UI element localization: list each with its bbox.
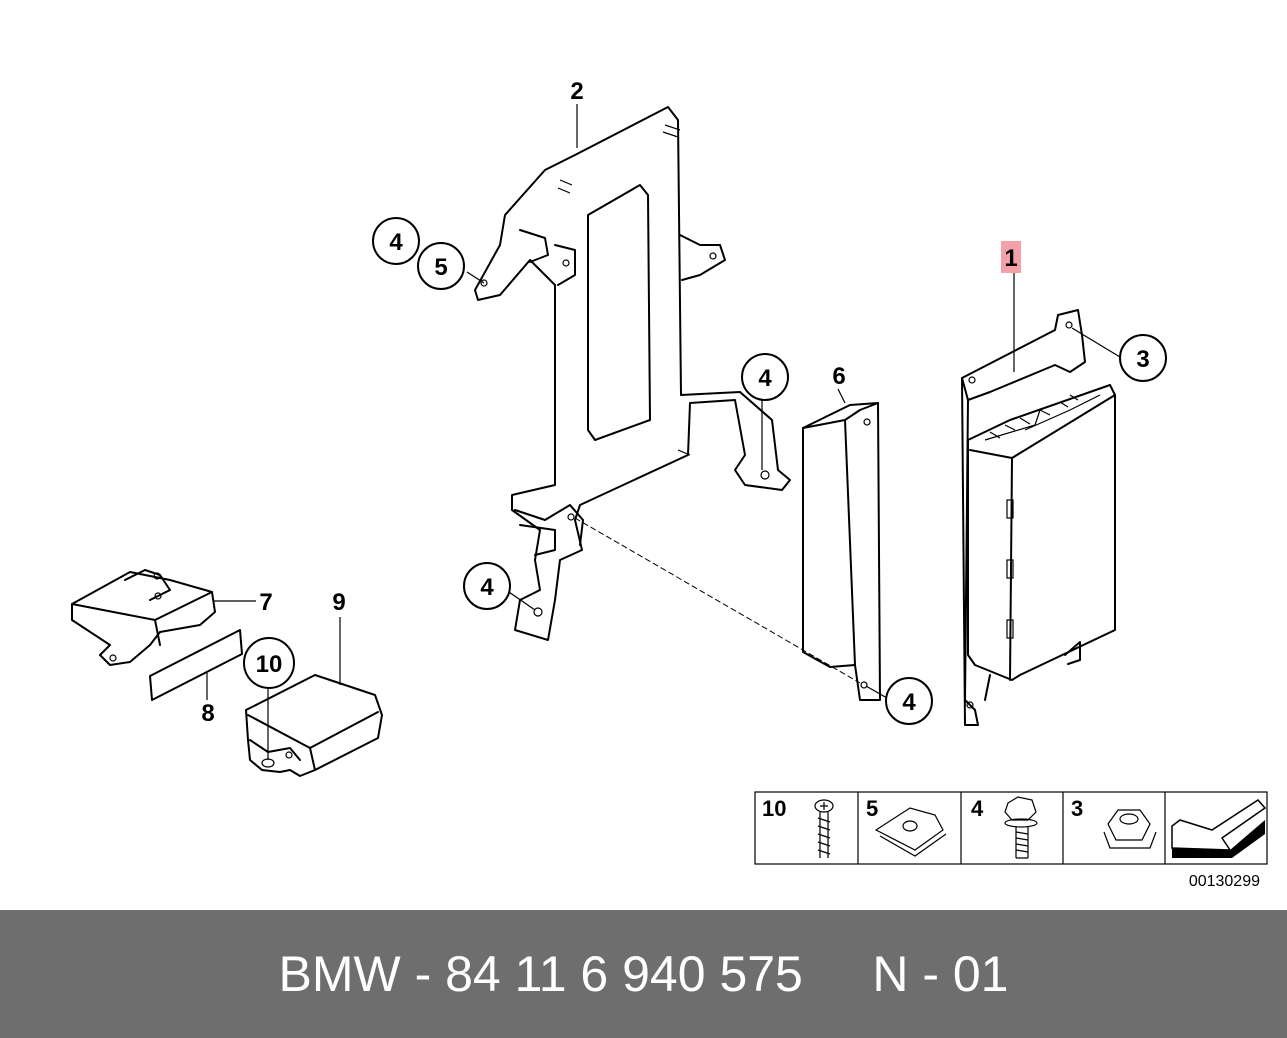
callout-4b: 4 <box>758 365 772 392</box>
leader-lines <box>206 104 1121 760</box>
callout-circle-4d <box>885 677 933 725</box>
callout-4c: 4 <box>480 574 494 601</box>
module-part-6 <box>802 402 881 701</box>
callout-4d: 4 <box>902 689 916 716</box>
legend-number-5: 5 <box>866 796 878 821</box>
arrow-icon <box>1171 799 1267 858</box>
hex-nut-icon <box>1103 809 1157 849</box>
module-part-9 <box>245 674 383 777</box>
bolt-icon <box>1004 796 1038 859</box>
callout-circle-4c <box>463 562 511 610</box>
callout-7: 7 <box>259 589 272 616</box>
control-unit-part-1 <box>961 309 1116 726</box>
part-number-caption: BMW - 84 11 6 940 575 N - 01 <box>278 946 1009 1002</box>
callout-circle-4a <box>372 217 420 265</box>
legend-number-3: 3 <box>1071 796 1083 821</box>
legend-number-4: 4 <box>971 796 984 821</box>
clip-nut-icon <box>874 807 947 857</box>
screw-icon <box>814 799 834 858</box>
callout-10: 10 <box>256 651 283 678</box>
diagram-id: 00130299 <box>1189 873 1260 890</box>
callout-circle-10 <box>243 637 295 689</box>
callout-2: 2 <box>570 78 583 105</box>
callout-1: 1 <box>1004 245 1017 272</box>
callout-6: 6 <box>832 363 845 390</box>
callout-8: 8 <box>201 700 214 727</box>
callout-circle-4b <box>741 353 789 401</box>
callout-4a: 4 <box>389 229 403 256</box>
callout-3: 3 <box>1136 346 1149 373</box>
highlight-box <box>1001 241 1021 273</box>
legend-number-10: 10 <box>762 796 786 821</box>
callout-circle-3 <box>1119 334 1167 382</box>
callout-5: 5 <box>434 254 447 281</box>
hardware-legend: 10 5 4 3 <box>754 791 1268 865</box>
callout-circle-5 <box>417 242 465 290</box>
footer-bar: BMW - 84 11 6 940 575 N - 01 <box>0 910 1287 1038</box>
parts-diagram: 2 6 1 3 4 5 4 4 4 7 8 9 10 10 5 <box>71 78 1268 890</box>
dashed-leader <box>574 517 861 684</box>
bracket-part-2 <box>474 106 791 641</box>
label-part-8 <box>149 629 243 701</box>
callout-9: 9 <box>332 589 345 616</box>
module-part-7 <box>71 569 216 666</box>
